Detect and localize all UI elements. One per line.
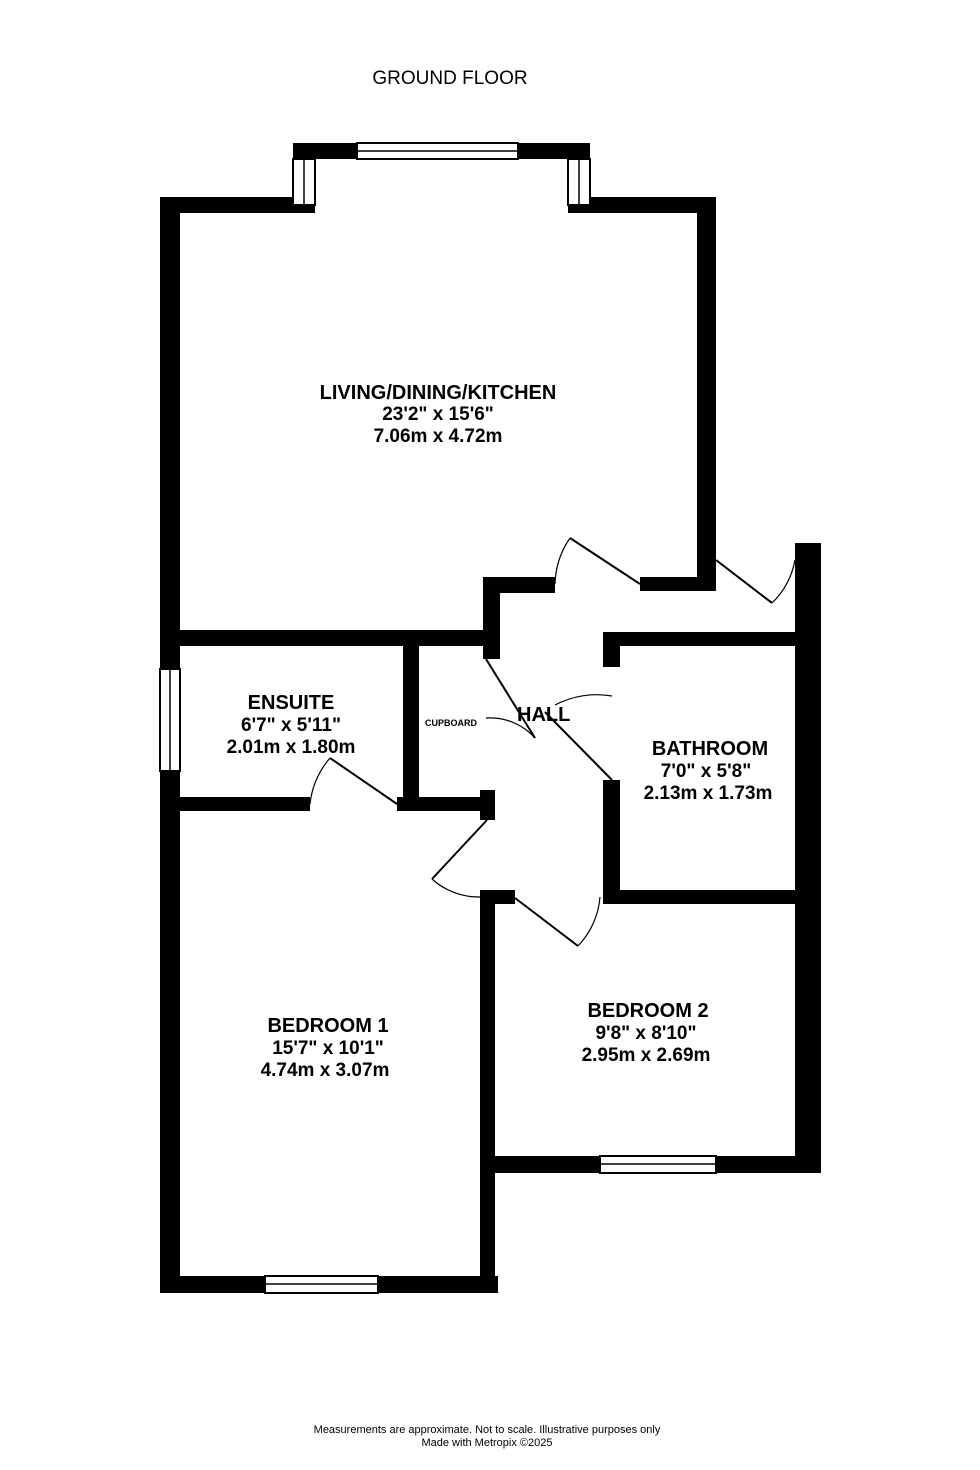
door-bedroom1 xyxy=(431,819,488,898)
wall-living-top-left xyxy=(160,197,315,213)
wall-bedroom2-bottom-right xyxy=(716,1156,821,1173)
door-ensuite xyxy=(309,757,398,805)
wall-outer-left-bottom xyxy=(160,771,180,1293)
door-bathroom xyxy=(544,694,613,781)
wall-bathroom-left-top xyxy=(603,632,620,667)
wall-hall-pillar xyxy=(480,790,495,820)
living-room-name: LIVING/DINING/KITCHEN xyxy=(320,382,557,404)
doors xyxy=(309,537,796,947)
hall-label: HALL xyxy=(517,704,570,726)
wall-bedroom-divider xyxy=(480,898,495,1293)
door-living xyxy=(554,537,641,585)
bedroom1-name: BEDROOM 1 xyxy=(267,1015,388,1037)
windows xyxy=(159,142,717,1294)
ensuite-name: ENSUITE xyxy=(248,692,335,714)
living-room-imperial: 23'2" x 15'6" xyxy=(382,404,494,425)
cupboard-label: CUPBOARD xyxy=(425,718,478,728)
walls xyxy=(160,143,821,1293)
wall-bedroom-divider-cap xyxy=(480,890,515,904)
wall-bedroom2-bottom-left xyxy=(480,1156,600,1173)
ensuite-metric: 2.01m x 1.80m xyxy=(227,737,356,758)
wall-living-top-right xyxy=(568,197,716,213)
bathroom-metric: 2.13m x 1.73m xyxy=(644,783,773,804)
bathroom-imperial: 7'0" x 5'8" xyxy=(661,761,751,782)
footer-credit: Made with Metropix ©2025 xyxy=(421,1437,552,1449)
wall-bathroom-left-bottom xyxy=(603,780,620,904)
floor-title: GROUND FLOOR xyxy=(372,68,527,89)
bedroom2-imperial: 9'8" x 8'10" xyxy=(595,1023,696,1044)
wall-bedroom1-bottom-right xyxy=(378,1276,498,1293)
bedroom2-metric: 2.95m x 2.69m xyxy=(582,1045,711,1066)
bedroom2-name: BEDROOM 2 xyxy=(587,1000,708,1022)
bedroom1-imperial: 15'7" x 10'1" xyxy=(272,1038,384,1059)
door-entrance xyxy=(715,559,796,604)
wall-bathroom-bottom xyxy=(603,890,813,904)
wall-hall-notch-side xyxy=(483,577,500,659)
wall-hall-notch-top xyxy=(483,577,555,593)
wall-bedroom1-bottom-left xyxy=(160,1276,265,1293)
footer-disclaimer: Measurements are approximate. Not to sca… xyxy=(314,1424,661,1436)
ensuite-imperial: 6'7" x 5'11" xyxy=(241,715,341,736)
bathroom-name: BATHROOM xyxy=(652,738,768,760)
wall-ensuite-cupboard-divider xyxy=(403,640,419,808)
bedroom1-metric: 4.74m x 3.07m xyxy=(261,1060,390,1081)
wall-ensuite-bottom-right xyxy=(397,797,495,811)
wall-living-bottom-left xyxy=(160,630,500,646)
wall-bathroom-top xyxy=(603,632,808,646)
wall-living-right xyxy=(697,197,716,590)
wall-outer-left-top xyxy=(160,197,180,669)
living-room-metric: 7.06m x 4.72m xyxy=(374,426,503,447)
door-cupboard xyxy=(485,658,536,739)
wall-ensuite-bottom-left xyxy=(160,797,310,811)
wall-living-bottom-right xyxy=(640,577,716,591)
door-bedroom2 xyxy=(514,896,601,947)
wall-entrance-right xyxy=(795,543,821,1173)
